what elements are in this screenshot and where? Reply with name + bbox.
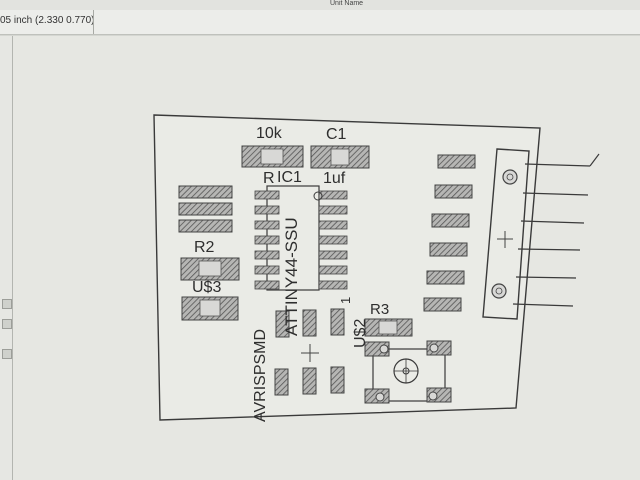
pcb-drawing xyxy=(153,114,600,421)
ic1-pin1-marker xyxy=(313,191,323,201)
ic1-pads-left xyxy=(254,190,280,290)
component-u3[interactable] xyxy=(181,296,239,321)
label-r2-name: R2 xyxy=(194,239,215,256)
pad-right-4[interactable] xyxy=(429,242,468,257)
coordinate-bar: 05 inch (2.330 0.770) xyxy=(0,10,640,35)
label-u3-name: U$3 xyxy=(192,279,222,296)
label-ic1-value: ATTINY44-SSU xyxy=(282,217,301,336)
tool-button[interactable] xyxy=(2,349,12,359)
pad-left-3[interactable] xyxy=(178,219,233,233)
tab-name[interactable]: Name xyxy=(344,0,364,7)
left-tool-panel xyxy=(0,36,13,480)
header-leads xyxy=(512,153,600,307)
label-pin1: 1 xyxy=(338,296,353,304)
pad-left-2[interactable] xyxy=(178,202,233,216)
label-u2-name: U$2 xyxy=(352,318,369,348)
label-r-prefix: R xyxy=(263,170,275,187)
pad-right-1[interactable] xyxy=(437,154,476,169)
label-r1-value: 10k xyxy=(256,125,282,142)
capacitor-c1[interactable] xyxy=(310,145,370,169)
label-r3-name: R3 xyxy=(370,301,390,318)
toolbar-divider xyxy=(93,10,94,34)
top-tabs: Unit Name xyxy=(330,0,363,7)
coordinate-readout: 05 inch (2.330 0.770) xyxy=(0,15,95,26)
pcb-layout-canvas[interactable]: 10k C1 R IC1 1uf R2 U$3 R3 ATTINY44-SSU … xyxy=(13,36,640,480)
label-ic1-ref: IC1 xyxy=(277,169,302,186)
tab-unit[interactable]: Unit xyxy=(330,0,343,7)
resistor-r1[interactable] xyxy=(241,145,304,168)
avrisp-origin-cross xyxy=(301,344,319,362)
tool-button[interactable] xyxy=(2,319,12,329)
ic1-pads-right xyxy=(318,190,348,290)
avrisp-pads[interactable] xyxy=(274,308,345,396)
pad-right-6[interactable] xyxy=(423,297,462,312)
pad-left-1[interactable] xyxy=(178,185,233,199)
switch-u2[interactable] xyxy=(364,340,452,404)
label-c1-value: 1uf xyxy=(323,170,346,187)
label-avrisp: AVRISPSMD xyxy=(252,328,269,422)
pad-right-5[interactable] xyxy=(426,270,465,285)
label-c1-name: C1 xyxy=(326,126,347,143)
pad-right-2[interactable] xyxy=(434,184,473,199)
header-connector[interactable] xyxy=(482,148,530,320)
resistor-r2[interactable] xyxy=(180,257,240,281)
resistor-r3[interactable] xyxy=(364,318,413,337)
pad-right-3[interactable] xyxy=(431,213,470,228)
tool-button[interactable] xyxy=(2,299,12,309)
